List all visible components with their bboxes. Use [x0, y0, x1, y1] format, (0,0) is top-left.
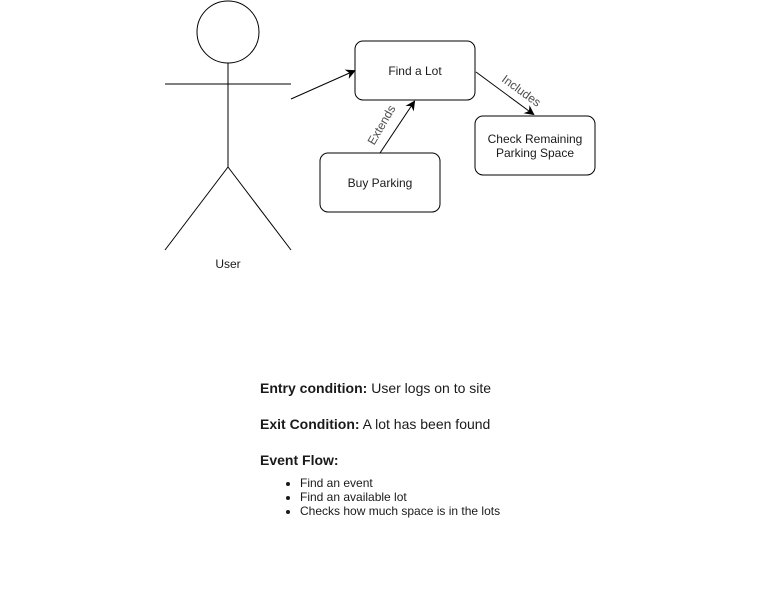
entry-condition-heading: Entry condition: — [260, 380, 368, 396]
use-case-label: Find a Lot — [388, 64, 442, 78]
event-flow-item: Checks how much space is in the lots — [300, 504, 680, 518]
exit-condition-text: A lot has been found — [362, 416, 491, 432]
includes-label: Includes — [499, 72, 543, 110]
actor-label: User — [215, 257, 240, 271]
actor-head — [196, 0, 260, 64]
event-flow-item: Find an event — [300, 476, 680, 490]
association-arrow — [290, 69, 356, 100]
entry-condition: Entry condition: User logs on to site — [260, 378, 680, 398]
use-case-check-remaining: Check Remaining Parking Space — [474, 115, 596, 176]
actor-user: User — [164, 0, 292, 271]
use-case-buy-parking: Buy Parking — [319, 152, 441, 213]
event-flow-heading: Event Flow: — [260, 452, 339, 468]
event-flow-list: Find an event Find an available lot Chec… — [260, 476, 680, 518]
use-case-label: Check Remaining — [488, 132, 583, 146]
actor-left-leg — [164, 166, 229, 251]
use-case-label: Parking Space — [496, 146, 574, 160]
use-case-description: Entry condition: User logs on to site Ex… — [260, 378, 680, 518]
event-flow-item: Find an available lot — [300, 490, 680, 504]
actor-right-leg — [227, 166, 292, 251]
use-case-find-a-lot: Find a Lot — [354, 40, 476, 101]
extends-arrow — [379, 100, 416, 154]
extends-label: Extends — [365, 103, 399, 148]
includes-arrow — [475, 71, 535, 116]
exit-condition-heading: Exit Condition: — [260, 416, 360, 432]
entry-condition-text: User logs on to site — [371, 380, 492, 396]
use-case-label: Buy Parking — [348, 176, 413, 190]
exit-condition: Exit Condition: A lot has been found — [260, 414, 680, 434]
